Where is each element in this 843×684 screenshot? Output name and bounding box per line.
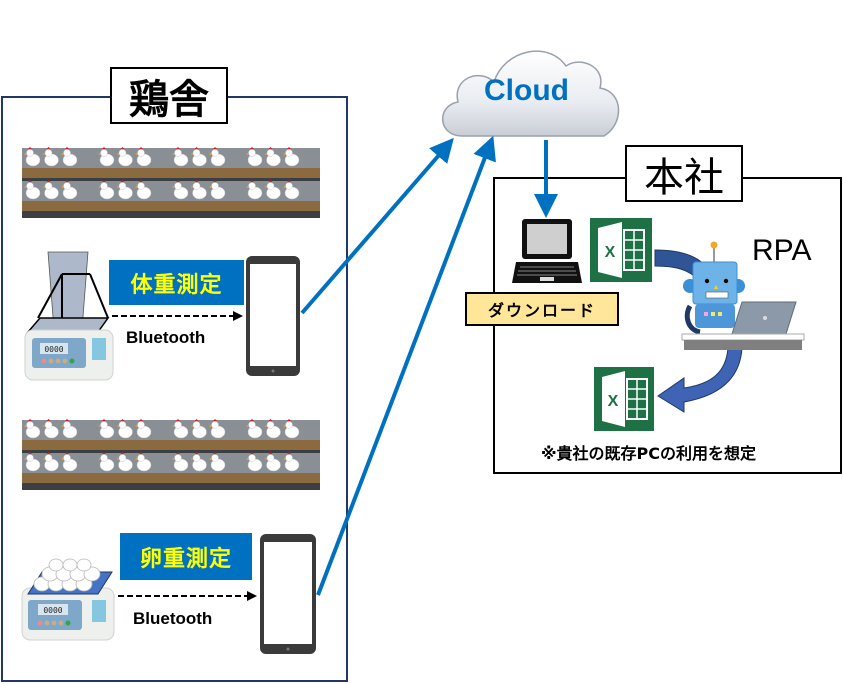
cloud-label: Cloud	[484, 74, 569, 107]
farm-title: 鶏舎	[110, 67, 228, 124]
svg-text:X: X	[608, 393, 619, 410]
hanging-scale-icon: 0000	[24, 251, 114, 381]
chicken-cage-icon	[22, 418, 320, 490]
chicken-cage-icon	[22, 146, 320, 218]
smartphone-icon[interactable]	[260, 534, 316, 654]
upload-arrow	[316, 135, 496, 596]
note-label: ※貴社の既存PCの利用を想定	[541, 444, 757, 463]
egg-weight-badge: 卵重測定	[120, 533, 252, 580]
robot-icon	[681, 241, 805, 350]
excel-icon: X	[594, 367, 654, 431]
cloud-icon	[441, 50, 620, 137]
upload-arrow	[300, 137, 454, 315]
download-label: ダウンロード	[465, 292, 619, 326]
scale-display: 0000	[43, 606, 62, 615]
laptop-icon	[512, 219, 582, 283]
bluetooth-label: Bluetooth	[133, 609, 213, 628]
body-weight-badge: 体重測定	[109, 260, 244, 305]
egg-scale-icon: 0000	[21, 558, 115, 641]
smartphone-icon[interactable]	[246, 256, 300, 376]
excel-icon: X	[590, 218, 652, 282]
curved-arrow	[657, 347, 743, 413]
scale-display: 0000	[44, 345, 63, 354]
headquarters-title: 本社	[625, 145, 743, 202]
rpa-label: RPA	[752, 234, 812, 267]
bluetooth-label: Bluetooth	[126, 328, 206, 347]
svg-text:X: X	[605, 244, 616, 261]
